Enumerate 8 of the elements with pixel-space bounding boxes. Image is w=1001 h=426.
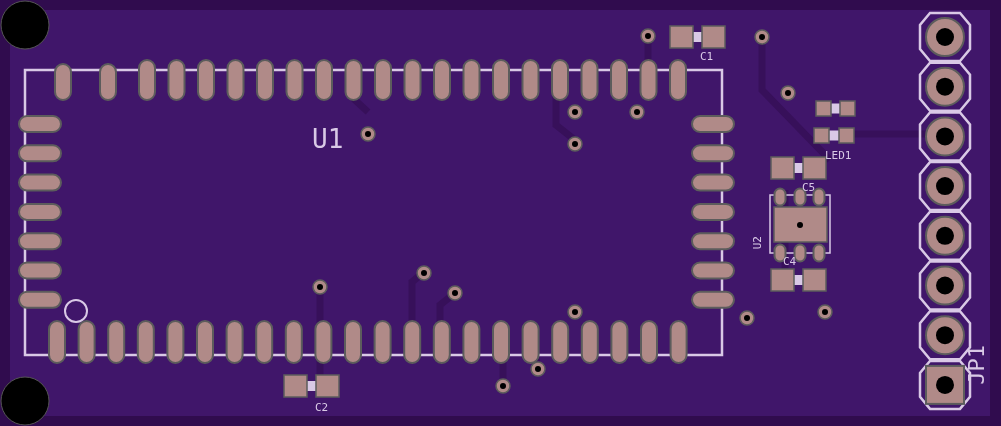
part-designator: JP1	[966, 345, 988, 385]
part-designator: U1	[312, 126, 344, 152]
part-designator: C2	[315, 402, 329, 413]
part-designator: LED1	[825, 150, 852, 161]
part-designator: U2	[752, 236, 763, 250]
part-designator: C4	[783, 256, 797, 267]
part-designator: C5	[802, 182, 816, 193]
part-designator: C1	[700, 51, 714, 62]
